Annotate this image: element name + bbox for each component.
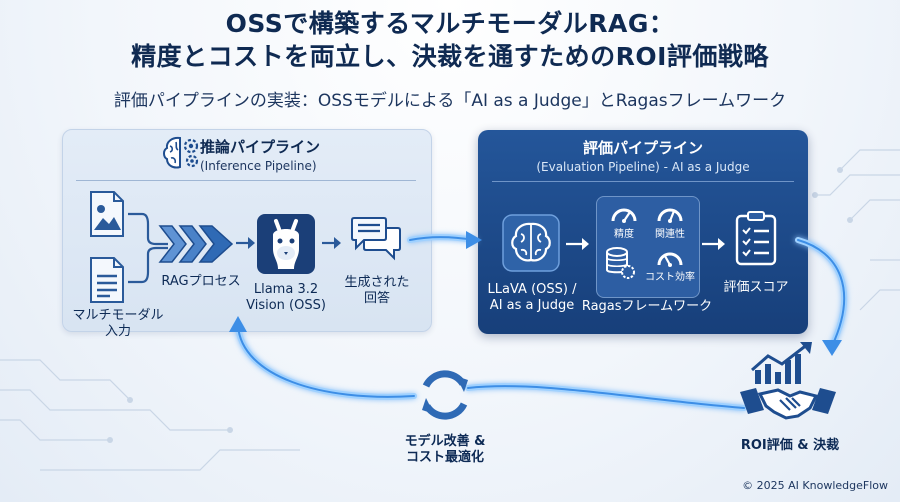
- metric-cost-label: コスト効率: [645, 272, 695, 283]
- judge-label: LLaVA (OSS) / AI as a Judge: [480, 282, 584, 314]
- input-label-line-1: マルチモーダル: [72, 308, 164, 323]
- database-gear-icon: [606, 247, 635, 279]
- judge-label-line-1: LLaVA (OSS) /: [487, 282, 577, 297]
- rag-process-label: RAGプロセス: [161, 274, 241, 289]
- evaluation-subtitle: (Evaluation Pipeline) - AI as a Judge: [536, 160, 750, 174]
- page-subtitle: 評価パイプラインの実装：OSSモデルによる「AI as a Judge」とRag…: [113, 91, 787, 111]
- gauge-relevance-icon: [657, 208, 683, 223]
- image-file-icon: [90, 191, 124, 237]
- feedback-label-line-2: コスト最適化: [405, 450, 484, 465]
- judge-label-line-2: AI as a Judge: [489, 298, 575, 313]
- clipboard-checklist-icon: [735, 211, 777, 266]
- arrow-right-icon: [702, 238, 725, 250]
- inference-divider: [76, 180, 416, 181]
- metric-precision-label: 精度: [614, 229, 634, 240]
- inference-title: 推論パイプライン: [200, 138, 321, 156]
- chat-bubble-icon: [351, 217, 401, 261]
- model-label-line-1: Llama 3.2: [253, 282, 319, 297]
- score-label: 評価スコア: [723, 280, 789, 295]
- gauge-cost-icon: [657, 252, 683, 267]
- brain-gear-icon: [163, 136, 199, 169]
- arrow-right-icon: [322, 237, 341, 249]
- feedback-label-line-1: モデル改善 &: [404, 434, 486, 449]
- model-label-line-2: Vision (OSS): [246, 298, 326, 313]
- refresh-cycle-icon: [422, 370, 468, 420]
- copyright-text: © 2025 AI KnowledgeFlow: [742, 479, 888, 492]
- metric-relevance-label: 関連性: [655, 229, 685, 240]
- merge-connector: [128, 212, 168, 284]
- input-label-line-2: 入力: [104, 324, 131, 339]
- evaluation-divider: [492, 181, 794, 182]
- answer-label-line-2: 回答: [363, 291, 390, 306]
- inference-header: 推論パイプライン (Inference Pipeline): [200, 136, 350, 173]
- llama-model-icon: [257, 214, 315, 274]
- document-file-icon: [90, 257, 124, 303]
- ragas-framework-label: Ragasフレームワーク: [581, 299, 713, 314]
- evaluation-header: 評価パイプライン (Evaluation Pipeline) - AI as a…: [478, 137, 808, 174]
- multimodal-input-label: マルチモーダル 入力: [68, 308, 168, 340]
- arrow-right-icon: [566, 238, 589, 250]
- arrow-right-icon: [236, 237, 255, 249]
- ragas-metrics-box: [596, 196, 700, 298]
- page-title-line-1: OSSで構築するマルチモーダルRAG：: [225, 9, 675, 38]
- inference-subtitle: (Inference Pipeline): [200, 159, 317, 173]
- feedback-label: モデル改善 & コスト最適化: [382, 434, 508, 466]
- answer-label: 生成された 回答: [330, 275, 424, 307]
- roi-label: ROI評価 & 決裁: [740, 438, 840, 453]
- gauge-precision-icon: [611, 208, 637, 223]
- handshake-growth-icon: [740, 342, 836, 420]
- answer-label-line-1: 生成された: [344, 275, 410, 290]
- page-title-line-2: 精度とコストを両立し、決裁を通すためのROI評価戦略: [131, 42, 769, 71]
- brain-icon: [502, 214, 560, 272]
- model-label: Llama 3.2 Vision (OSS): [232, 282, 340, 314]
- evaluation-title: 評価パイプライン: [582, 139, 703, 157]
- rag-process-icon: [158, 225, 234, 263]
